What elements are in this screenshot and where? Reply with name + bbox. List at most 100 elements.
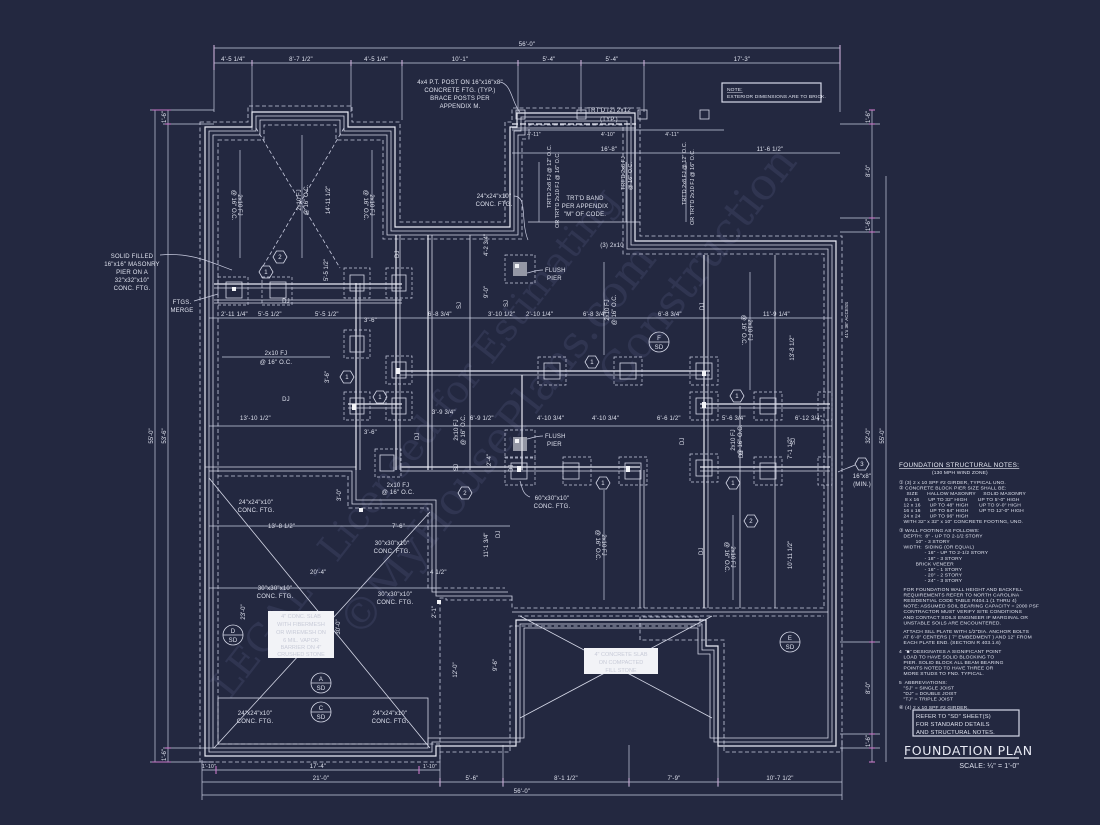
interior-dimensions: 2'-11 1/4" 5'-5 1/2" 5'-5 1/2" 6'-8 3/4"… — [221, 186, 849, 678]
bottom-dimensions: 1'-10" 17'-4" 1'-10" 21'-0" 5'-6" 8'-1 1… — [201, 740, 843, 800]
joist-label: 2x10 FJ — [731, 429, 737, 450]
joist-spans: 2x10 FJ @ 16" O.C. 2x10 FJ @ 16" O.C. 2x… — [222, 135, 797, 600]
dim-interior-v: 13'-8 1/2" — [790, 335, 796, 360]
dj-label: DJ — [415, 433, 421, 440]
joist-label: TRT'D 2x8 FJ @ 12" O.C. — [547, 144, 553, 208]
dj-label: DJ — [282, 397, 290, 403]
dim-interior: 6'-9 1/2" — [470, 416, 494, 422]
note-line: FOR FOUNDATION WALL HEIGHT AND BACKFILL — [899, 587, 1023, 593]
note-line: AT 6'-0" CENTERS ( 7" EMBEDMENT ) AND 12… — [899, 635, 1032, 641]
hex-tag-number: 1 — [264, 270, 268, 276]
dim-interior-v: 14'-11 1/2" — [326, 186, 332, 214]
joist-label: @ 16" O.C. — [612, 294, 618, 325]
dim-interior-v: 9'-0" — [484, 286, 490, 298]
notes-subheading: (130 MPH WIND ZONE) — [932, 470, 988, 476]
dim-interior-v: 11'-1 3/4" — [484, 533, 490, 558]
note-line: AND CONTACT SOILS ENGINEER IF MARGINAL O… — [899, 615, 1028, 621]
refer-box-text: AND STRUCTURAL NOTES. — [916, 730, 995, 736]
refer-box-text: FOR STANDARD DETAILS — [916, 722, 990, 728]
joist-label: 2x10 FJ — [454, 419, 460, 440]
dim-interior: 6'-8 3/4" — [428, 312, 452, 318]
dim-interior-v: 3'-6" — [325, 371, 331, 383]
section-letter: A — [319, 677, 323, 683]
dim-top-seg: 4'-5 1/4" — [364, 57, 388, 63]
footing-callout: CONC. FTG. — [257, 594, 294, 600]
dim-interior: 20'-4" — [310, 570, 326, 576]
dim-right-seg: 1'-6" — [866, 219, 872, 231]
dim-interior-v: 2'-1" — [432, 606, 438, 618]
dim-interior: 4'-11" — [527, 132, 541, 138]
dim-right-overall: 55'-0" — [880, 428, 886, 443]
joist-label: TRT'D 2x8 FJ @ 12" O.C. — [682, 141, 688, 205]
joist-label: @ 16" O.C. — [230, 190, 236, 221]
hex-tag: 1 — [595, 476, 611, 490]
dim-interior: 2'-10 1/4" — [526, 312, 553, 318]
wall-footing-callout: 16"x8" — [853, 474, 871, 480]
dj-label: DJ — [395, 251, 401, 258]
dim-top-seg: 4'-5 1/4" — [221, 57, 245, 63]
slab-note: 6 MIL. VAPOR — [283, 638, 319, 644]
hex-tag-number: 2 — [278, 255, 282, 261]
section-mark-e: E SD — [779, 631, 801, 653]
joist-label: 2x10 FJ — [729, 546, 735, 567]
footing-callout: 24"x24"x10" — [238, 711, 273, 717]
hex-tag: 2 — [457, 486, 473, 500]
hex-tag: 2 — [743, 514, 759, 528]
flush-pier-callout: PIER — [547, 442, 562, 448]
girder-callout: (3) 2x10 — [600, 243, 624, 249]
dim-bottom-seg: 8'-1 1/2" — [554, 776, 578, 782]
hex-tag-number: 2 — [749, 519, 753, 525]
dim-interior-v: 2'-4" — [487, 454, 493, 466]
dj-label: DJ — [509, 465, 515, 472]
dim-top-seg: 8'-7 1/2" — [289, 57, 313, 63]
footing-callout: 30"x30"x10" — [258, 586, 293, 592]
dim-left-bottom: 1'-6" — [162, 749, 168, 761]
hex-tag: 3 — [854, 457, 870, 471]
porch-framing: 4'-11" 4'-10" 4'-11" 16'-8" 11'-6 1/2" T… — [512, 109, 840, 228]
slab-note: CRUSHED STONE — [277, 652, 325, 658]
post-callout: CONCRETE FTG. (TYP.) — [424, 88, 495, 94]
joist-label: 2x10 FJ — [605, 299, 611, 320]
dim-right-seg: 8'-0" — [866, 165, 872, 177]
note-text: EXTERIOR DIMENSIONS ARE TO BRICK. — [727, 94, 826, 100]
note-line: SIZE HALLOW MASONRY SOLID MASONRY — [899, 491, 1026, 497]
joist-label: @ 16" O.C. — [461, 414, 467, 445]
pier-callout: 16"x16" MASONRY — [104, 262, 160, 268]
slab-note: WITH FIBERMESH — [277, 622, 325, 628]
band-callout: "M" OF CODE. — [564, 212, 606, 218]
dim-interior-v: 10'-11 1/2" — [788, 541, 794, 569]
dim-interior: 5'-6 3/4" — [722, 416, 746, 422]
girder-callout: (TYP.) — [600, 117, 618, 123]
slab-note: BARRIER ON 4" — [281, 645, 322, 651]
refer-box-text: REFER TO "SD" SHEET(S) — [916, 714, 991, 720]
note-line: NOTE: ASSUMED SOIL BEARING CAPACITY = 20… — [899, 604, 1039, 610]
girder-callout: TRT'D (2) 2x12 — [587, 108, 631, 114]
note-line: CONTRACTOR MUST VERIFY SITE CONDITIONS — [899, 609, 1023, 615]
dim-interior: 6'-6 1/2" — [657, 416, 681, 422]
joist-label: 2x10 FJ — [297, 189, 303, 210]
joist-label: 2x10 FJ — [368, 194, 374, 215]
notes-heading: FOUNDATION STRUCTURAL NOTES: — [899, 462, 1019, 469]
footing-callout: CONC. FTG. — [476, 202, 513, 208]
band-callout: TRT'D BAND — [566, 196, 604, 202]
footing-callout: 24"x24"x10" — [373, 711, 408, 717]
dim-interior: 13'-8 1/2" — [268, 524, 295, 530]
joist-label: TRT'D 2x8 FJ — [621, 156, 627, 190]
hex-tag-number: 3 — [860, 462, 864, 468]
note-line: 24 x 24 UP TO 96" HIGH — [899, 514, 969, 520]
note-label: NOTE: — [727, 87, 743, 93]
note-line: 5 ABBREVIATIONS: — [899, 680, 947, 686]
footing-callout: CONC. FTG. — [377, 600, 414, 606]
section-sheet: SD — [317, 686, 326, 692]
joist-label: 2x10 FJ — [600, 534, 606, 555]
dim-interior: 3'-6" — [364, 318, 377, 324]
slab-note: OR WIREMESH ON — [276, 630, 326, 636]
slab-areas: 4" CONC. SLAB WITH FIBERMESH OR WIREMESH… — [208, 127, 713, 749]
dim-right-seg: 32'-0" — [866, 428, 872, 443]
note-line: "SJ" = SINGLE JOIST — [899, 685, 954, 691]
drawing-title: FOUNDATION PLAN — [904, 743, 1033, 758]
dim-left-inner: 53'-6" — [162, 428, 168, 443]
joist-label: OR TRT'D 2x10 FJ @ 16" O.C. — [690, 149, 696, 225]
section-letter: D — [231, 629, 236, 635]
section-letter: E — [788, 636, 792, 642]
